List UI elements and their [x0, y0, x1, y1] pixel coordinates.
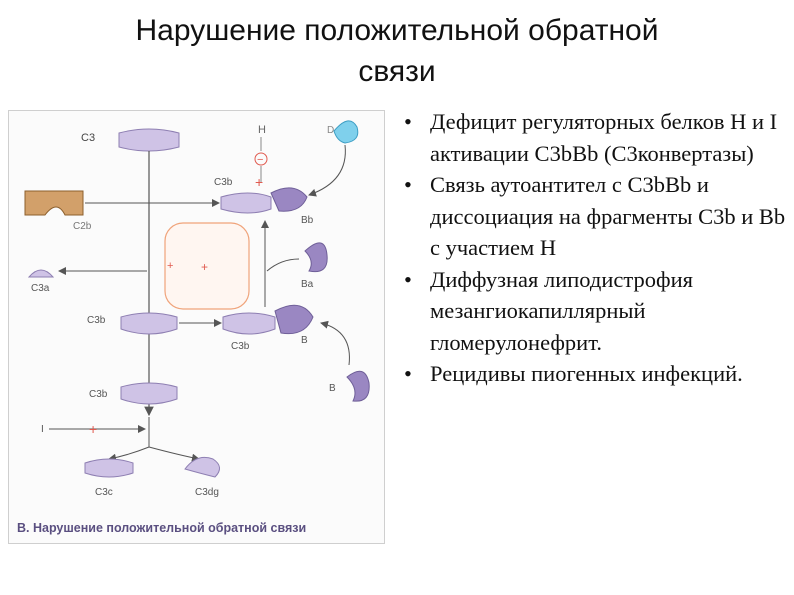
h-label: H	[258, 124, 266, 136]
slide-title-line-1: Нарушение положительной обратной	[135, 14, 659, 47]
c3a-fragment	[27, 269, 55, 278]
b-low-label: B	[329, 383, 336, 394]
c3c-fragment	[84, 458, 134, 478]
c2b-shape	[24, 190, 84, 216]
plus-right-sign: +	[201, 260, 208, 274]
ba-label: Ba	[301, 279, 314, 290]
c3b-low-fragment	[120, 382, 178, 405]
b-mid-shape	[274, 304, 314, 335]
bullet-list: Дефицит регуляторных белков Н и I актива…	[402, 106, 787, 390]
c3b-mid-label: C3b	[231, 341, 250, 352]
split-left-arrow	[108, 417, 150, 462]
c3b-low-label: C3b	[89, 389, 108, 400]
minus-h-sign: −	[257, 154, 263, 166]
ba-shape	[304, 242, 328, 273]
c3b-top-fragment	[220, 192, 272, 214]
c3b-mid-fragment	[222, 312, 276, 335]
i-label: I	[41, 424, 44, 435]
plus-i-sign: +	[89, 421, 97, 437]
to-ba-arrow	[266, 258, 300, 272]
b-low-shape	[346, 370, 370, 402]
c3b-amp-label: C3b	[87, 315, 106, 326]
d-to-bb-arrow	[308, 144, 346, 197]
d-label: D	[327, 125, 334, 136]
c3dg-fragment	[184, 456, 220, 478]
c3c-label: C3c	[95, 487, 113, 498]
complement-diagram: C3 H − + D C3b Bb C2b C3a + + Ba	[17, 120, 370, 535]
c3a-label: C3a	[31, 283, 50, 294]
bullet-item: Дефицит регуляторных белков Н и I актива…	[402, 106, 787, 169]
complement-diagram-figure: C3 H − + D C3b Bb C2b C3a + + Ba	[8, 110, 385, 544]
plus-left-sign: +	[167, 260, 173, 272]
minus-h-circle	[254, 152, 268, 166]
c3dg-label: C3dg	[195, 487, 219, 498]
c3b-top-label: C3b	[214, 177, 233, 188]
bb-label: Bb	[301, 215, 314, 226]
bullet-item: Связь аутоантител с C3bBb и диссоциация …	[402, 169, 787, 264]
c3b-amp-fragment	[120, 312, 178, 335]
bullet-item: Диффузная липодистрофия мезангиокапилляр…	[402, 264, 787, 359]
b-low-arrow	[320, 320, 350, 366]
d-factor-shape	[333, 120, 359, 144]
bullet-item: Рецидивы пиогенных инфекций.	[402, 358, 787, 390]
slide-title: Нарушение положительной обратной связи	[40, 10, 754, 92]
amplification-loop	[164, 222, 250, 310]
plus-h-sign: +	[255, 174, 263, 190]
c3-label: C3	[81, 132, 95, 144]
c3-fragment	[118, 128, 180, 152]
c2b-label: C2b	[73, 221, 92, 232]
bb-top-shape	[270, 187, 308, 212]
b-mid-label: B	[301, 335, 308, 346]
split-right-arrow	[148, 446, 200, 462]
slide-title-line-2: связи	[358, 55, 436, 88]
figure-caption: В. Нарушение положительной обратной связ…	[17, 521, 306, 535]
